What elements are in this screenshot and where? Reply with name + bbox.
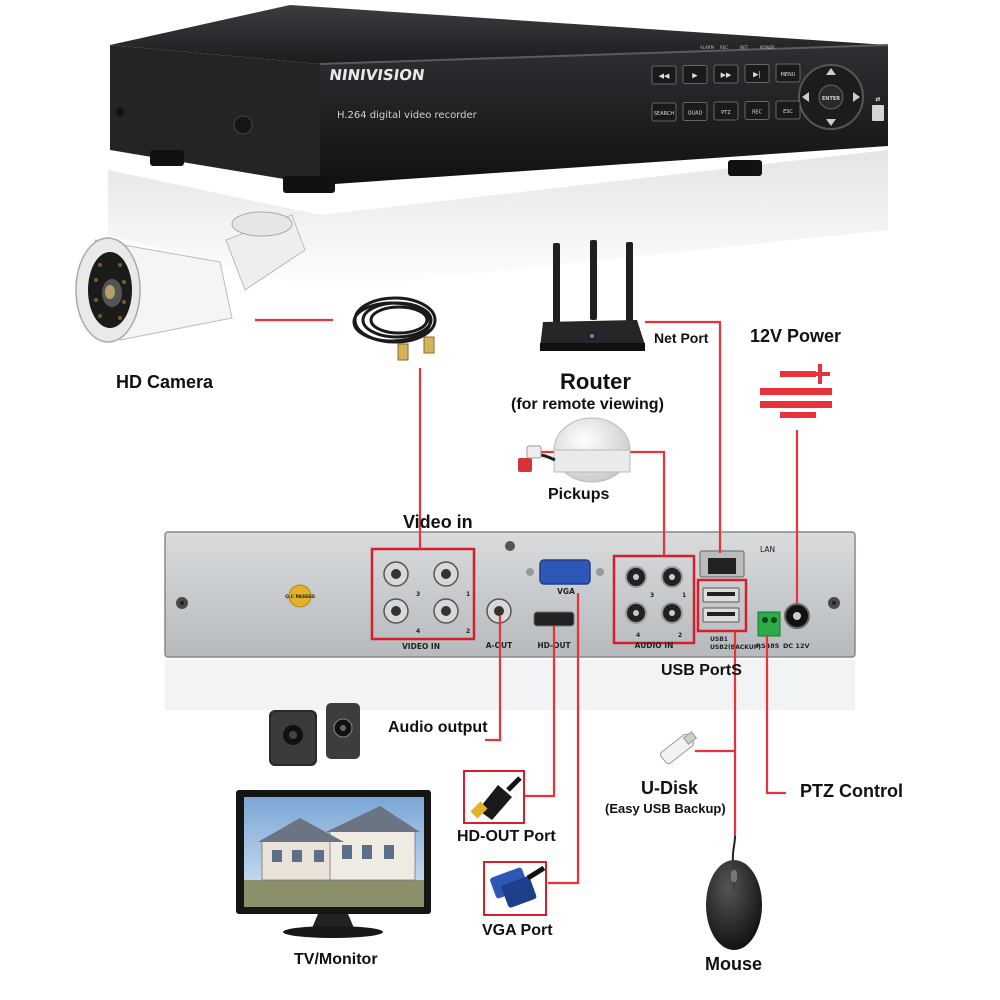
indicator-rec: REC [720, 45, 728, 50]
u-disk-image [659, 732, 696, 765]
dvr-model-text: H.264 digital video recorder [337, 110, 478, 121]
audio-in-panel-label: AUDIO IN [635, 641, 674, 650]
indicator-alarm: ALARM [700, 45, 715, 50]
hdmi-cable-image [464, 771, 524, 823]
front-button-r2-label-4: ESC [783, 109, 793, 115]
video-ch3: 3 [416, 591, 420, 598]
video-ch4: 4 [416, 628, 420, 635]
svg-text:⇄: ⇄ [875, 96, 880, 103]
router-image [540, 240, 645, 351]
dvr-brand-logo: NINIVISION [328, 66, 426, 84]
front-button-r1-label-0: ◀◀ [659, 72, 670, 80]
bnc-cable-coil [354, 298, 435, 360]
dc-panel-label: DC 12V [783, 642, 810, 650]
usb1-panel-label: USB1 [710, 636, 728, 643]
u-disk-sub-label: (Easy USB Backup) [605, 801, 726, 816]
mouse-label: Mouse [705, 954, 762, 975]
power-label: 12V Power [750, 326, 841, 347]
tv-monitor-label: TV/Monitor [294, 951, 378, 969]
video-in-panel-label: VIDEO IN [402, 642, 440, 651]
front-button-r2-label-0: SEARCH [654, 111, 674, 117]
audio-ch2: 2 [678, 632, 682, 639]
lan-panel-label: LAN [760, 545, 775, 554]
speakers-image [269, 703, 360, 766]
u-disk-label: U-Disk [641, 778, 698, 799]
vga-port [540, 560, 590, 584]
front-button-r1-label-4: MENU [781, 72, 796, 78]
qc-label: Q.C PASSED [285, 594, 315, 600]
front-button-r1-label-1: ▶ [692, 72, 698, 80]
front-button-r1-label-3: ▶| [753, 71, 761, 79]
video-ch1: 1 [466, 591, 470, 598]
net-port-label: Net Port [654, 330, 708, 346]
vga-cable-image [484, 862, 546, 915]
audio-output-label: Audio output [388, 719, 488, 737]
mouse-image [706, 836, 762, 950]
audio-ch3: 3 [650, 592, 654, 599]
vga-panel-label: VGA [557, 587, 575, 596]
front-button-r2-label-3: REC [752, 110, 763, 116]
tv-monitor-image [236, 790, 431, 938]
ptz-control-label: PTZ Control [800, 781, 903, 802]
front-button-r2-label-1: QUAD [688, 111, 703, 117]
dpad-enter-label: ENTER [822, 96, 840, 102]
hd-out-port-label: HD-OUT Port [457, 828, 556, 846]
dc-power-symbol [760, 364, 832, 418]
dvr-back-panel: VIDEO IN A-OUT VGA HD-OUT AUDIO IN LAN U… [165, 532, 855, 710]
video-ch2: 2 [466, 628, 470, 635]
hd-camera-label: HD Camera [116, 372, 213, 393]
vga-port-label: VGA Port [482, 922, 553, 940]
indicator-net: NET [740, 45, 749, 50]
front-button-r1-label-2: ▶▶ [721, 71, 732, 79]
pickups-label: Pickups [548, 486, 609, 504]
pickup-microphone-image [518, 418, 630, 482]
audio-ch4: 4 [636, 632, 640, 639]
front-button-r2-label-2: PTZ [721, 110, 731, 116]
router-sub-label: (for remote viewing) [511, 396, 664, 414]
usb-ports-label: USB PortS [661, 662, 742, 680]
indicator-power: POWER [760, 45, 775, 50]
video-in-label: Video in [403, 512, 473, 533]
rs485-terminal [758, 612, 780, 636]
hdmi-port [534, 612, 574, 626]
router-label: Router [560, 369, 631, 395]
audio-ch1: 1 [682, 592, 686, 599]
